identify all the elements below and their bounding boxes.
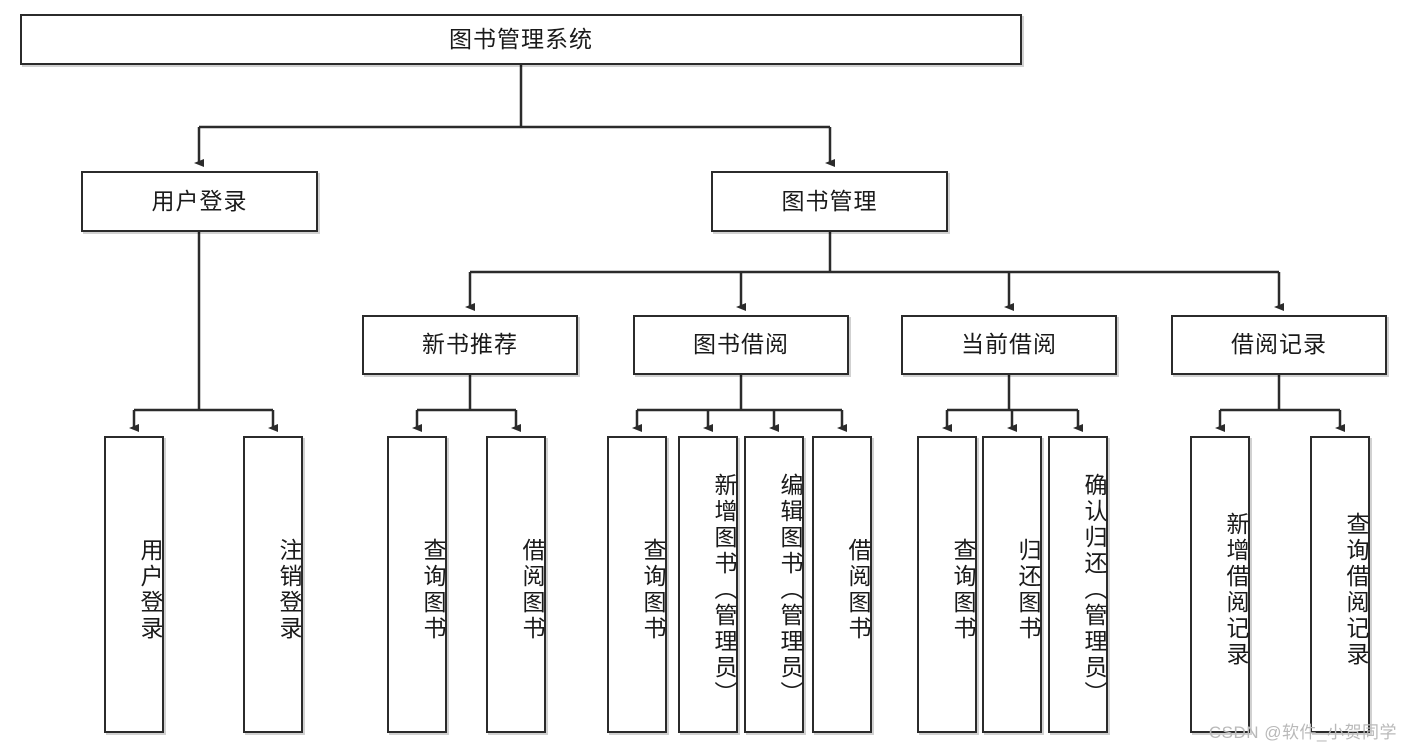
leaf-add-borrow-record-label: 新增借阅记录: [1223, 511, 1249, 668]
leaf-user-login-label: 用户登录: [137, 537, 163, 642]
leaf-query-books-recommend-label: 查询图书: [420, 537, 446, 642]
leaf-return-books-label: 归还图书: [1015, 537, 1041, 642]
leaf-logout[interactable]: 注销登录: [243, 436, 303, 733]
leaf-query-borrow-record[interactable]: 查询借阅记录: [1310, 436, 1370, 733]
leaf-confirm-return-admin[interactable]: 确认归还（管理员）: [1048, 436, 1108, 733]
leaf-return-books[interactable]: 归还图书: [982, 436, 1042, 733]
leaf-borrow-books-recommend-label: 借阅图书: [519, 537, 545, 642]
node-new-book-recommend[interactable]: 新书推荐: [362, 315, 578, 375]
leaf-edit-book-admin[interactable]: 编辑图书（管理员）: [744, 436, 804, 733]
node-current-borrow[interactable]: 当前借阅: [901, 315, 1117, 375]
node-borrow-record[interactable]: 借阅记录: [1171, 315, 1387, 375]
leaf-borrow-books-recommend[interactable]: 借阅图书: [486, 436, 546, 733]
leaf-query-books-recommend[interactable]: 查询图书: [387, 436, 447, 733]
leaf-add-book-admin-label: 新增图书（管理员）: [711, 472, 737, 707]
node-root-label: 图书管理系统: [449, 25, 593, 52]
node-book-management-label: 图书管理: [781, 187, 878, 214]
leaf-user-login[interactable]: 用户登录: [104, 436, 164, 733]
node-root[interactable]: 图书管理系统: [20, 14, 1022, 65]
node-user-login[interactable]: 用户登录: [81, 171, 318, 232]
leaf-query-books-current-label: 查询图书: [950, 537, 976, 642]
node-user-login-label: 用户登录: [151, 187, 248, 214]
node-new-book-recommend-label: 新书推荐: [422, 331, 518, 358]
leaf-add-book-admin[interactable]: 新增图书（管理员）: [678, 436, 738, 733]
leaf-logout-label: 注销登录: [276, 537, 302, 642]
node-book-borrow-label: 图书借阅: [693, 331, 789, 358]
node-current-borrow-label: 当前借阅: [961, 331, 1057, 358]
leaf-query-books-current[interactable]: 查询图书: [917, 436, 977, 733]
node-book-management[interactable]: 图书管理: [711, 171, 948, 232]
leaf-query-books-borrow-label: 查询图书: [640, 537, 666, 642]
leaf-edit-book-admin-label: 编辑图书（管理员）: [777, 472, 803, 707]
watermark: CSDN @软件_小贺同学: [1208, 723, 1397, 742]
leaf-query-borrow-record-label: 查询借阅记录: [1343, 511, 1369, 668]
leaf-confirm-return-admin-label: 确认归还（管理员）: [1081, 472, 1107, 707]
leaf-add-borrow-record[interactable]: 新增借阅记录: [1190, 436, 1250, 733]
leaf-query-books-borrow[interactable]: 查询图书: [607, 436, 667, 733]
leaf-borrow-books[interactable]: 借阅图书: [812, 436, 872, 733]
node-borrow-record-label: 借阅记录: [1231, 331, 1327, 358]
node-book-borrow[interactable]: 图书借阅: [633, 315, 849, 375]
leaf-borrow-books-label: 借阅图书: [845, 537, 871, 642]
